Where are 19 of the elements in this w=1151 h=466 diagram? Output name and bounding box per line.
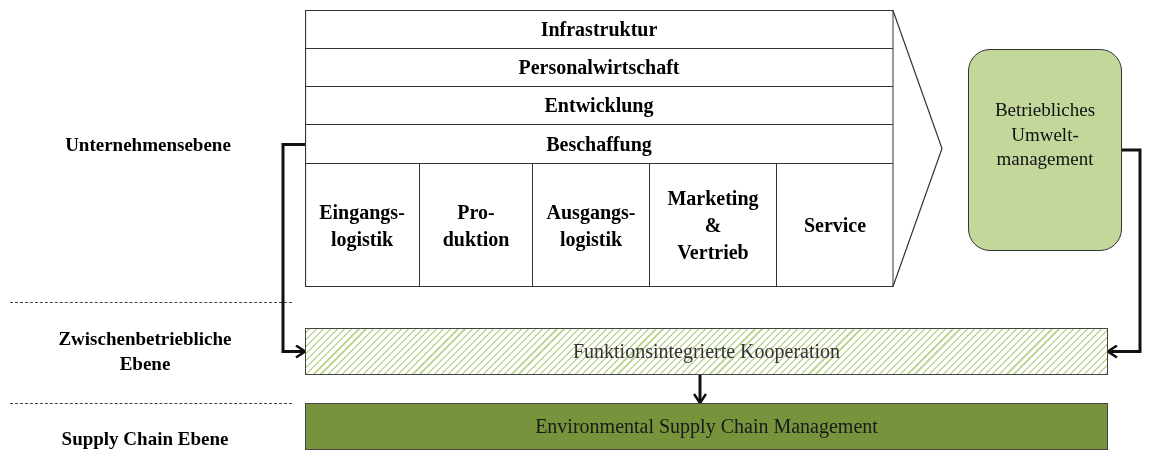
rounded-box: Betriebliches Umwelt-management — [968, 49, 1122, 251]
arrow — [1106, 148, 1142, 359]
level-label: Unternehmensebene — [64, 133, 232, 157]
level-label: Zwischenbetriebliche Ebene — [57, 327, 233, 376]
primary-activity-cell: Marketing & Vertrieb — [650, 164, 777, 287]
support-activity-band: Infrastruktur — [305, 10, 893, 49]
primary-activity-cell: Pro-duktion — [420, 164, 533, 287]
arrow — [281, 143, 307, 359]
support-activity-band: Entwicklung — [305, 87, 893, 125]
arrow — [692, 375, 708, 405]
hatched-bar: Funktionsintegrierte Kooperation — [305, 328, 1108, 375]
support-activity-band: Beschaffung — [305, 125, 893, 164]
primary-activity-cell: Ausgangs-logistik — [533, 164, 650, 287]
support-activity-band: Personalwirtschaft — [305, 49, 893, 87]
level-label: Supply Chain Ebene — [60, 427, 230, 451]
primary-activity-cell: Service — [777, 164, 893, 287]
process-bar: Environmental Supply Chain Management — [305, 403, 1108, 450]
primary-activity-cell: Eingangs-logistik — [305, 164, 420, 287]
value-chain-arrow — [305, 10, 943, 287]
